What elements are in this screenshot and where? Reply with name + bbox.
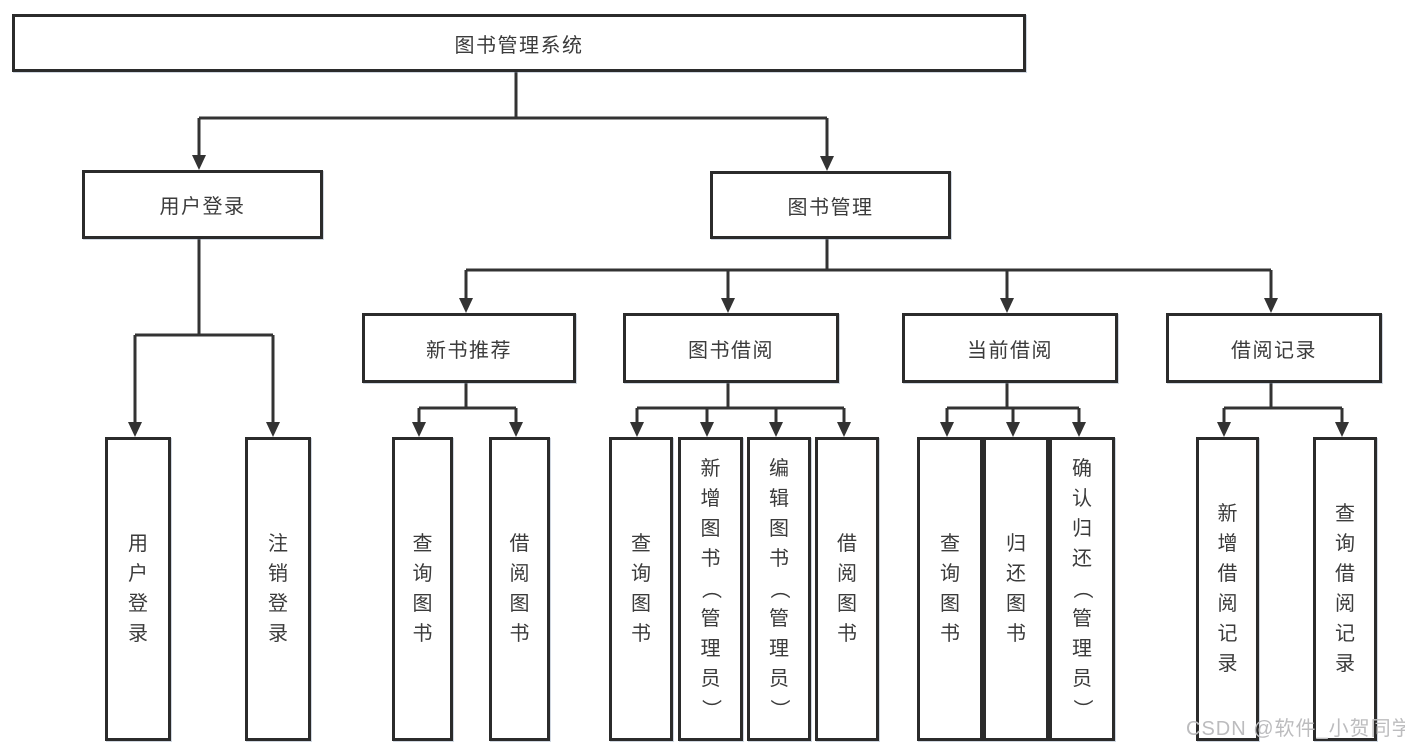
node-book-borrowing: 图书借阅 [623,313,839,383]
node-library-management-system: 图书管理系统 [12,14,1026,72]
leaf-add-borrow-record: 新增借阅记录 [1196,437,1259,741]
node-borrowing-records: 借阅记录 [1166,313,1382,383]
csdn-watermark: CSDN @软件_小贺同学 [1186,718,1405,740]
node-user-login-branch: 用户登录 [82,170,323,239]
leaf-confirm-return-admin: 确认归还（管理员） [1049,437,1115,741]
leaf-edit-books-admin: 编辑图书（管理员） [747,437,811,741]
leaf-logout: 注销登录 [245,437,311,741]
node-book-management-branch: 图书管理 [710,171,951,239]
leaf-return-books: 归还图书 [983,437,1049,741]
node-new-book-recommendation: 新书推荐 [362,313,576,383]
leaf-query-books-current: 查询图书 [917,437,983,741]
node-current-borrowing: 当前借阅 [902,313,1118,383]
leaf-query-books-borrowing: 查询图书 [609,437,673,741]
leaf-query-books-recommend: 查询图书 [392,437,453,741]
leaf-user-login: 用户登录 [105,437,171,741]
leaf-query-borrow-record: 查询借阅记录 [1313,437,1377,741]
leaf-add-books-admin: 新增图书（管理员） [678,437,743,741]
leaf-borrow-books: 借阅图书 [815,437,879,741]
leaf-borrow-books-recommend: 借阅图书 [489,437,550,741]
